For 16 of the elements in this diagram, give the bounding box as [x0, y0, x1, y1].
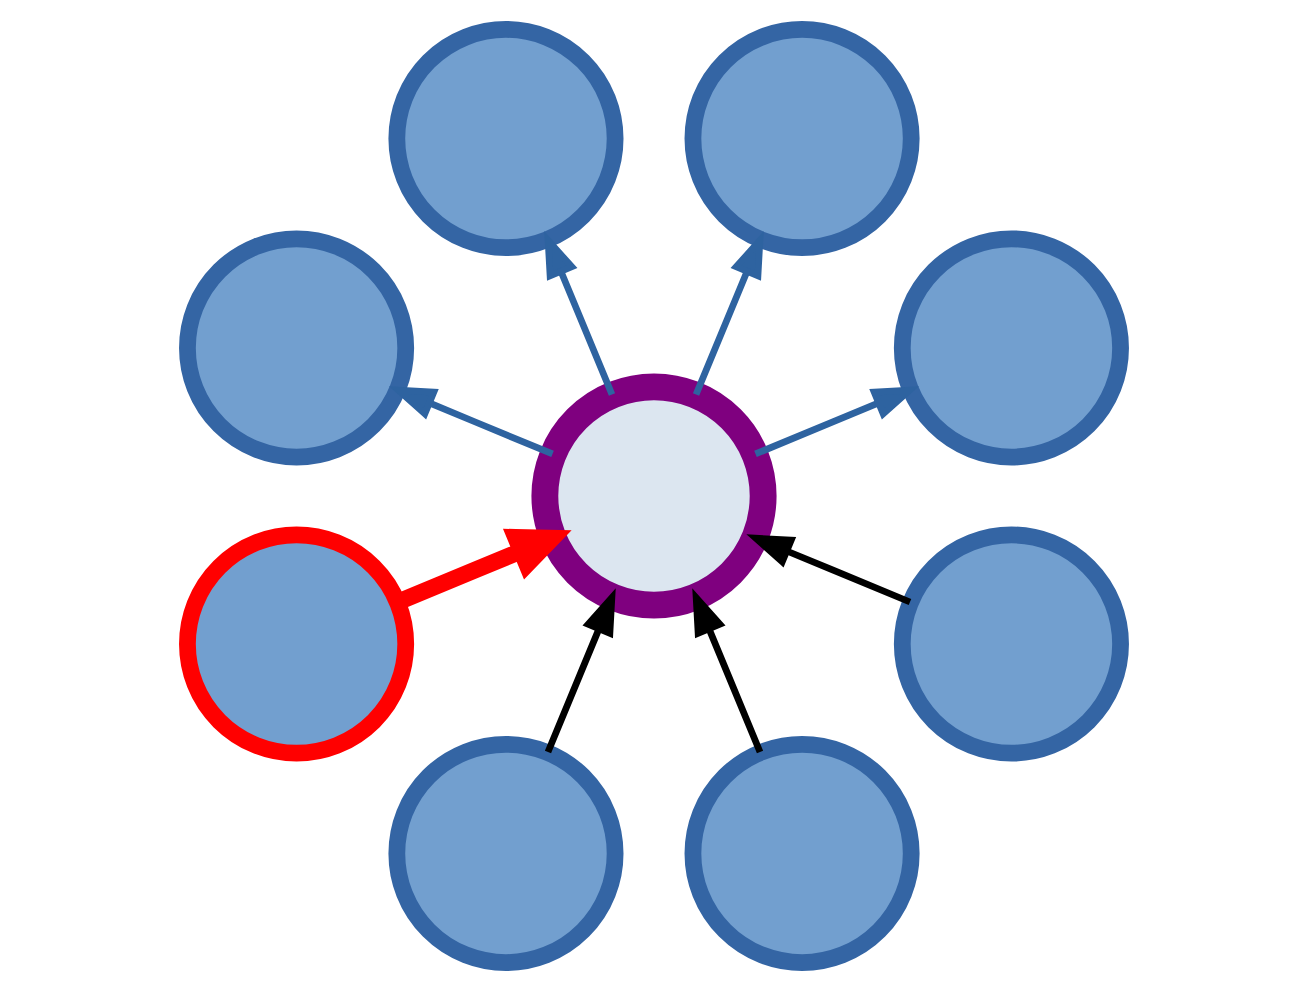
node-circle — [179, 526, 415, 762]
node-circle — [388, 21, 624, 257]
node-circle — [684, 735, 920, 971]
arrow — [544, 230, 616, 396]
arrow — [692, 230, 764, 396]
arrow — [754, 386, 920, 458]
node-circle — [531, 373, 777, 619]
node-circle — [684, 21, 920, 257]
arrow — [544, 588, 616, 754]
node-circle — [893, 230, 1129, 466]
node-circle — [388, 735, 624, 971]
node-circle — [179, 230, 415, 466]
arrow — [388, 386, 554, 458]
arrow — [692, 588, 764, 754]
node-circle — [893, 526, 1129, 762]
arrow — [746, 534, 912, 606]
